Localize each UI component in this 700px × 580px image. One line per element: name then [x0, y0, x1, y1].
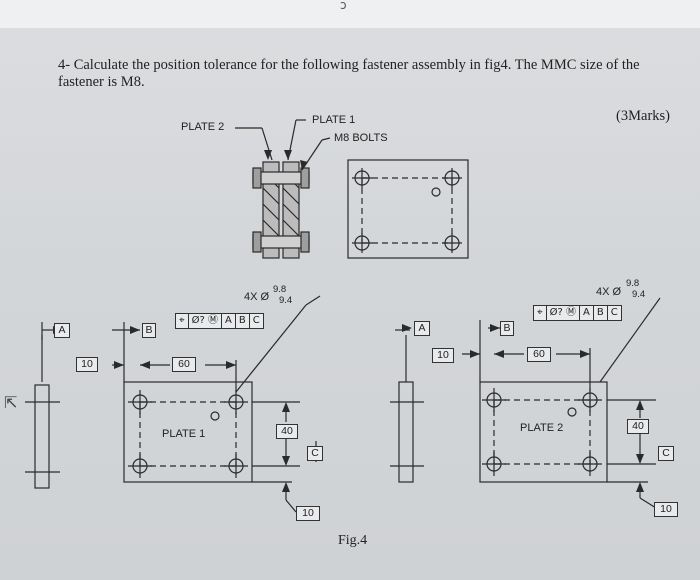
assembly-bolts-label: M8 BOLTS: [334, 132, 388, 144]
page-mark: ɔ: [340, 0, 347, 12]
assembly-plate1-label: PLATE 1: [312, 114, 356, 126]
left-dim-40: 40: [276, 424, 298, 439]
right-dim-10-bottom: 10: [654, 502, 678, 517]
left-fcf-tolerance: Ø? Ⓜ: [189, 314, 222, 328]
right-feature-control-frame: ⌖ Ø? Ⓜ A B C: [533, 305, 622, 321]
left-fcf-datum-a: A: [222, 314, 236, 328]
right-side-view: [390, 329, 424, 483]
right-datum-a: A: [414, 321, 430, 336]
left-hole-upper: 9.8: [273, 284, 287, 295]
assembly-top-view: [347, 159, 469, 259]
left-datum-b: B: [142, 323, 156, 338]
right-fcf-datum-b: B: [594, 306, 608, 320]
assembly-plate2-label: PLATE 2: [181, 121, 225, 133]
right-dim-10: 10: [432, 348, 454, 363]
position-icon: ⌖: [176, 314, 189, 328]
left-fcf-datum-c: C: [252, 315, 260, 326]
marks-label: (3Marks): [616, 108, 670, 124]
assembly-section: [235, 119, 331, 259]
left-plate-view: [112, 295, 321, 513]
right-fcf-tolerance: Ø? Ⓜ: [547, 306, 580, 320]
mouse-cursor-icon: ⇱: [4, 395, 18, 412]
right-hole-callout: 4X Ø: [596, 286, 622, 298]
figure-caption: Fig.4: [338, 533, 368, 548]
left-dim-60: 60: [172, 357, 196, 372]
left-hole-lower: 9.4: [279, 295, 293, 306]
right-fcf-datum-a: A: [580, 306, 594, 320]
right-dim-40: 40: [627, 419, 649, 434]
left-hole-callout: 4X Ø: [244, 291, 270, 303]
position-icon: ⌖: [534, 306, 547, 320]
right-dim-60: 60: [527, 347, 551, 362]
left-feature-control-frame: ⌖ Ø? Ⓜ A B C: [175, 313, 264, 329]
right-hole-upper: 9.8: [626, 278, 640, 289]
left-datum-a: A: [54, 323, 70, 338]
right-datum-b: B: [500, 321, 514, 336]
left-dim-10: 10: [76, 357, 98, 372]
right-datum-c: C: [658, 446, 674, 461]
left-datum-c: C: [307, 446, 323, 461]
question-text: 4- Calculate the position tolerance for …: [58, 57, 670, 124]
left-dim-10-bottom: 10: [296, 506, 320, 521]
right-fcf-datum-c: C: [610, 307, 618, 318]
question-body: 4- Calculate the position tolerance for …: [58, 57, 640, 90]
top-band: ɔ: [0, 0, 700, 28]
left-plate-label: PLATE 1: [162, 428, 206, 440]
right-plate-label: PLATE 2: [520, 422, 564, 434]
left-fcf-datum-b: B: [236, 314, 250, 328]
left-side-view: [25, 322, 60, 489]
right-hole-lower: 9.4: [632, 289, 646, 300]
